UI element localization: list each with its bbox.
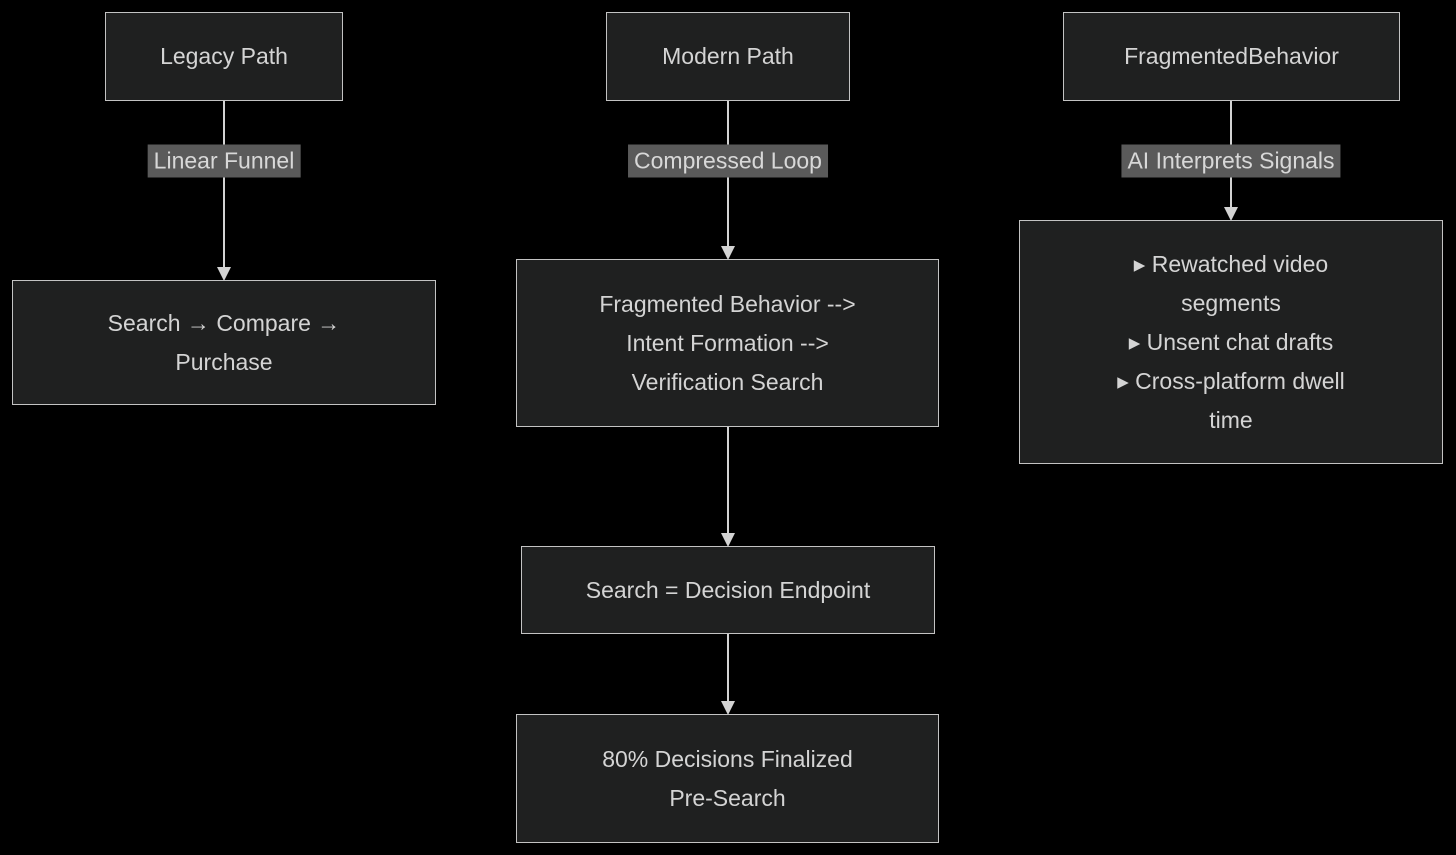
arrowhead-down-icon	[721, 246, 735, 260]
signal-item: ▸ Rewatched video segments	[1133, 250, 1329, 316]
arrowhead-down-icon	[721, 533, 735, 547]
node-label: Fragmented Behavior --> Intent Formation…	[599, 290, 856, 395]
edge-label-compressed-loop: Compressed Loop	[628, 144, 828, 178]
node-label: FragmentedBehavior	[1124, 43, 1339, 69]
node-legacy-path: Legacy Path	[105, 12, 343, 101]
node-modern-loop: Fragmented Behavior --> Intent Formation…	[516, 259, 939, 427]
node-label: Modern Path	[662, 43, 794, 69]
arrowhead-down-icon	[217, 267, 231, 281]
node-modern-path: Modern Path	[606, 12, 850, 101]
signal-list: ▸ Rewatched video segments ▸ Unsent chat…	[1111, 245, 1351, 440]
signal-item: ▸ Unsent chat drafts	[1128, 328, 1334, 355]
node-decision-endpoint: Search = Decision Endpoint	[521, 546, 935, 634]
edge-label-linear-funnel: Linear Funnel	[147, 144, 301, 178]
node-label: 80% Decisions Finalized Pre-Search	[602, 745, 853, 811]
node-label: Search → Compare → Purchase	[107, 309, 341, 375]
node-pre-search: 80% Decisions Finalized Pre-Search	[516, 714, 939, 843]
node-signal-list: ▸ Rewatched video segments ▸ Unsent chat…	[1019, 220, 1443, 464]
arrowhead-down-icon	[721, 701, 735, 715]
node-label: Legacy Path	[160, 43, 288, 69]
node-label: Search = Decision Endpoint	[585, 576, 871, 603]
edge-label-ai-interprets-signals: AI Interprets Signals	[1121, 144, 1341, 178]
node-fragmented-behavior: FragmentedBehavior	[1063, 12, 1400, 101]
signal-item: ▸ Cross-platform dwell time	[1117, 367, 1345, 433]
node-legacy-outcome: Search → Compare → Purchase	[12, 280, 436, 405]
arrowhead-down-icon	[1224, 207, 1238, 221]
